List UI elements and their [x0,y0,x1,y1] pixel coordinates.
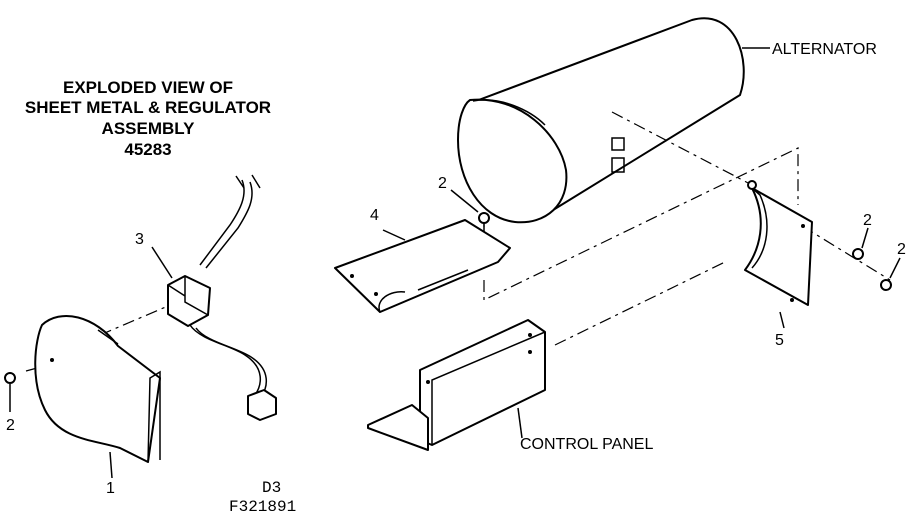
alternator-label: ALTERNATOR [772,41,877,58]
end-cover-part-1: 1 [34,315,161,497]
callout-2-right-b: 2 [897,241,906,258]
callout-5: 5 [775,332,784,349]
callout-3: 3 [135,231,144,248]
callout-2-left: 2 [6,417,15,434]
screw-right-b: 2 [880,241,906,291]
regulator-part-3: 3 [135,174,277,421]
callout-2-top: 2 [438,175,447,192]
callout-4: 4 [370,207,379,224]
footer-code-2: F321891 [229,498,296,516]
diagram-title: EXPLODED VIEW OF SHEET METAL & REGULATOR… [25,78,271,159]
title-line-2: SHEET METAL & REGULATOR [25,98,271,117]
top-panel-part-4: 4 [334,207,511,313]
title-line-4: 45283 [124,140,171,159]
callout-1: 1 [106,480,115,497]
callout-2-right-a: 2 [863,212,872,229]
title-line-3: ASSEMBLY [102,119,196,138]
alternator-terminal-upper [611,137,625,151]
alternator-terminal-lower [611,157,625,173]
screw-right-a: 2 [852,212,872,260]
screw-top: 2 [438,175,490,232]
footer-code-1: D3 [262,479,281,497]
control-panel: CONTROL PANEL [367,319,653,453]
bracket-part-5: 5 [744,180,813,349]
control-panel-label: CONTROL PANEL [520,436,653,453]
assembly-lines [25,111,891,372]
screw-left: 2 [4,372,16,434]
title-line-1: EXPLODED VIEW OF [63,78,233,97]
alternator: ALTERNATOR [457,17,877,224]
